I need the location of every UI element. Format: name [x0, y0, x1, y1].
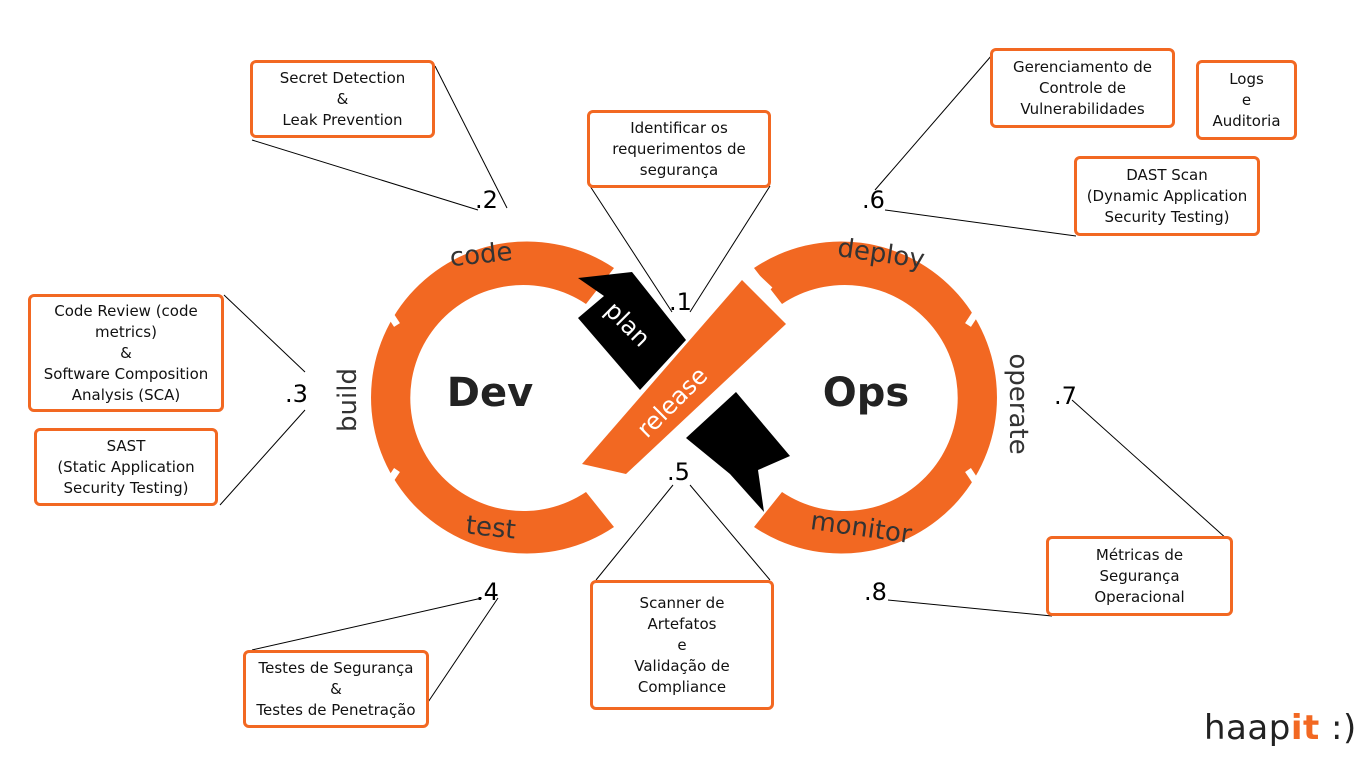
step-4: .4	[476, 578, 499, 606]
dast-box: DAST Scan (Dynamic Application Security …	[1074, 156, 1260, 236]
segment-operate: operate	[1003, 353, 1033, 454]
box-line: Compliance	[637, 677, 727, 696]
step-2: .2	[475, 186, 498, 214]
step-8: .8	[864, 578, 887, 606]
operational-metrics-box: Métricas de Segurança Operacional	[1046, 536, 1233, 616]
artifact-scanner-box: Scanner de Artefatos e Validação de Comp…	[590, 580, 774, 710]
haapit-logo: haapit :)	[1204, 708, 1357, 748]
box-line: Métricas de	[1095, 545, 1184, 564]
box-line: DAST Scan	[1126, 165, 1208, 184]
box-line: metrics)	[95, 322, 157, 341]
sast-box: SAST (Static Application Security Testin…	[34, 428, 218, 506]
code-review-box: Code Review (code metrics) & Software Co…	[28, 294, 224, 412]
box-line: Testes de Penetração	[256, 700, 416, 719]
box-line: (Dynamic Application	[1086, 186, 1248, 205]
box-line: &	[120, 343, 132, 362]
box-line: Analysis (SCA)	[71, 385, 181, 404]
box-line: e	[1241, 90, 1252, 109]
box-line: Vulnerabilidades	[1020, 99, 1145, 118]
box-line: (Static Application	[57, 457, 195, 476]
box-line: Code Review (code	[54, 301, 198, 320]
segment-test: test	[464, 511, 517, 546]
segment-build: build	[333, 368, 363, 432]
requirements-box: Identificar os requerimentos de seguranç…	[587, 110, 771, 188]
box-line: Identificar os	[630, 118, 728, 137]
box-line: Logs	[1229, 69, 1264, 88]
connector-lines	[219, 54, 1229, 721]
ops-label: Ops	[823, 370, 909, 416]
segment-code: code	[448, 237, 513, 273]
vulnerability-management-box: Gerenciamento de Controle de Vulnerabili…	[990, 48, 1175, 128]
box-line: Secret Detection	[279, 68, 406, 87]
box-line: Gerenciamento de	[1013, 57, 1152, 76]
logo-part-1: haap	[1204, 708, 1291, 748]
ops-loop: deploy operate monitor	[737, 233, 1033, 554]
box-line: Scanner de	[639, 593, 725, 612]
box-line: Testes de Segurança	[258, 658, 414, 677]
box-line: requerimentos de	[612, 139, 746, 158]
logo-part-2: it	[1290, 708, 1320, 748]
box-line: Operacional	[1094, 587, 1185, 606]
box-line: Validação de	[634, 656, 730, 675]
plan-ribbon: plan	[578, 272, 686, 390]
dev-label: Dev	[447, 370, 533, 416]
step-3: .3	[285, 380, 308, 408]
box-line: Software Composition	[43, 364, 209, 383]
box-line: &	[336, 89, 349, 108]
ops-lower-ribbon	[686, 392, 790, 512]
box-line: Controle de	[1039, 78, 1126, 97]
secret-detection-box: Secret Detection & Leak Prevention	[250, 60, 435, 138]
logs-audit-box: Logs e Auditoria	[1196, 60, 1297, 140]
box-line: Security Testing)	[63, 478, 189, 497]
box-line: SAST	[106, 436, 146, 455]
dev-loop: code build test	[333, 237, 631, 554]
logo-smile: :)	[1319, 708, 1357, 748]
box-line: &	[330, 679, 342, 698]
box-line: Segurança	[1099, 566, 1180, 585]
box-line: Artefatos	[647, 614, 717, 633]
step-7: .7	[1054, 382, 1077, 410]
box-line: Auditoria	[1212, 111, 1281, 130]
security-tests-box: Testes de Segurança & Testes de Penetraç…	[243, 650, 429, 728]
box-line: Leak Prevention	[282, 110, 403, 129]
step-6: .6	[862, 186, 885, 214]
box-line: e	[677, 635, 687, 654]
step-1: .1	[669, 288, 692, 316]
box-line: segurança	[639, 160, 719, 179]
step-5: .5	[667, 458, 690, 486]
box-line: Security Testing)	[1104, 207, 1230, 226]
